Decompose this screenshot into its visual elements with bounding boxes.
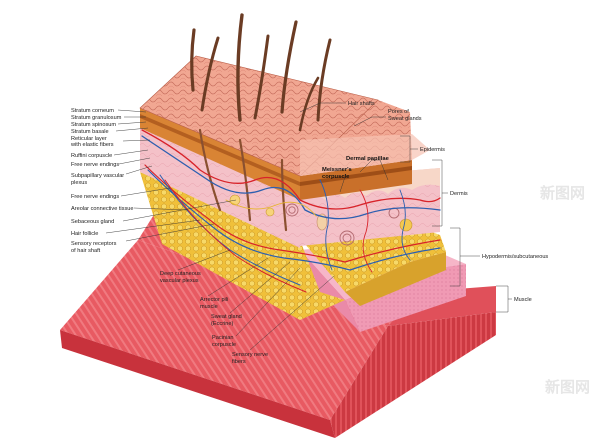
label-dermis: Dermis [450,191,468,197]
label-pores-1: Pores of [388,109,409,115]
label-stratum-basale: Stratum basale [71,129,109,135]
label-subpapillary-2: plexus [71,180,87,186]
label-sensory-nerve-2: fibers [232,359,246,365]
label-sebaceous-gland: Sebaceous gland [71,219,114,225]
left-label-leaders [105,109,237,242]
label-arrector-2: muscle [200,304,218,310]
label-hair-follicle: Hair follicle [71,231,98,237]
blood-vessels-and-nerves [141,129,441,293]
left-labels: Stratum corneum Stratum granulosum Strat… [70,108,134,254]
label-hypodermis: Hypodermis/subcutaneous [482,254,548,260]
label-pores-2: Sweat glands [388,116,422,122]
label-stratum-granulosum: Stratum granulosum [71,115,122,121]
label-reticular-layer-2: with elastic fibers [70,142,114,148]
bottom-labels: Deep cutaneous vascular plexus Arrector … [160,271,268,365]
label-areolar-tissue: Areolar connective tissue [71,206,134,212]
label-free-nerve-endings: Free nerve endings [71,194,119,200]
watermark: 新图网 [545,378,590,396]
label-pacinian-1: Pacinian [212,335,233,341]
label-stratum-corneum: Stratum corneum [71,108,114,114]
watermark: 新图网 [540,184,585,202]
hair-shafts [190,13,332,232]
label-free-nerve-endings-top: Free nerve endings [71,162,119,168]
label-sweat-gland-1: Sweat gland [211,314,242,320]
right-labels: Epidermis Dermis Hypodermis/subcutaneous… [420,147,548,303]
label-subpapillary-1: Subpapillary vascular [71,173,124,179]
label-muscle: Muscle [514,297,532,303]
label-epidermis: Epidermis [420,147,445,153]
epidermis-top-surface [139,55,430,177]
label-sensory-receptors-2: of hair shaft [71,248,101,254]
label-dermal-papillae: Dermal papillae [346,156,390,162]
label-reticular-layer-1: Reticular layer [71,136,107,142]
label-stratum-spinosum: Stratum spinosum [71,122,116,128]
label-ruffini-corpuscle: Ruffini corpuscle [71,153,112,159]
bottom-label-leaders [177,249,335,351]
top-labels: Hair shafts Pores of Sweat glands Dermal… [322,101,422,180]
label-deep-plexus-1: Deep cutaneous [160,271,201,277]
label-sweat-gland-2: (Eccrine) [211,321,234,327]
top-label-leaders [299,102,389,193]
label-deep-plexus-2: vascular plexus [160,278,199,284]
label-sensory-nerve-1: Sensory nerve [232,352,268,358]
label-hair-shafts: Hair shafts [348,101,375,107]
label-arrector-1: Arrector pili [200,297,228,303]
label-sensory-receptors-1: Sensory receptors [71,241,117,247]
label-meissners-2: corpuscle [322,174,350,180]
label-meissners-1: Meissner's [322,167,352,173]
label-pacinian-2: corpuscle [212,342,236,348]
layer-brackets [400,135,512,313]
